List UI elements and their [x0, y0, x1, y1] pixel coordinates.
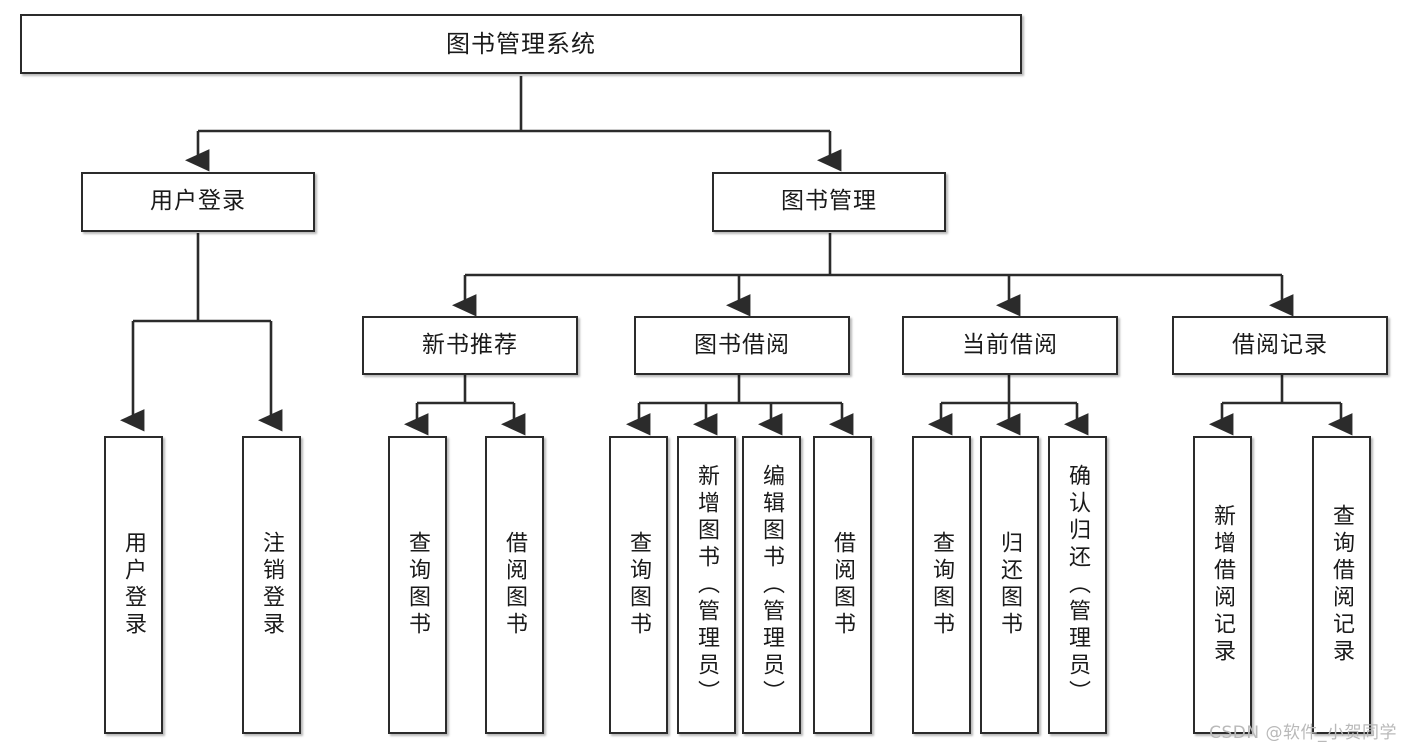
- node-leaf-add-book-admin-label: 新增图书（管理员）: [694, 463, 720, 707]
- node-book-manage-label: 图书管理: [781, 188, 877, 215]
- node-book-manage[interactable]: 图书管理: [712, 172, 946, 232]
- node-leaf-edit-book-admin-label: 编辑图书（管理员）: [759, 463, 785, 707]
- node-root-label: 图书管理系统: [446, 29, 596, 58]
- node-leaf-return-book-label: 归还图书: [997, 531, 1023, 639]
- node-current-borrow-label: 当前借阅: [962, 331, 1058, 358]
- node-leaf-borrow-book-new-label: 借阅图书: [502, 531, 528, 639]
- node-book-borrow[interactable]: 图书借阅: [634, 316, 850, 375]
- node-borrow-record[interactable]: 借阅记录: [1172, 316, 1388, 375]
- node-leaf-user-login-label: 用户登录: [121, 531, 147, 639]
- node-leaf-confirm-return-admin[interactable]: 确认归还（管理员）: [1048, 436, 1107, 734]
- node-root[interactable]: 图书管理系统: [20, 14, 1022, 74]
- node-leaf-query-book-borrow[interactable]: 查询图书: [609, 436, 668, 734]
- node-new-book-recommend-label: 新书推荐: [422, 331, 518, 358]
- node-leaf-query-book-borrow-label: 查询图书: [626, 531, 652, 639]
- node-leaf-user-login[interactable]: 用户登录: [104, 436, 163, 734]
- node-leaf-logout[interactable]: 注销登录: [242, 436, 301, 734]
- node-leaf-add-borrow-record[interactable]: 新增借阅记录: [1193, 436, 1252, 734]
- node-leaf-logout-label: 注销登录: [259, 531, 285, 639]
- node-leaf-borrow-book-new[interactable]: 借阅图书: [485, 436, 544, 734]
- node-current-borrow[interactable]: 当前借阅: [902, 316, 1118, 375]
- node-leaf-borrow-book-label: 借阅图书: [830, 531, 856, 639]
- node-leaf-query-book-current-label: 查询图书: [929, 531, 955, 639]
- node-leaf-confirm-return-admin-label: 确认归还（管理员）: [1065, 463, 1091, 707]
- node-leaf-add-borrow-record-label: 新增借阅记录: [1210, 504, 1236, 666]
- node-leaf-return-book[interactable]: 归还图书: [980, 436, 1039, 734]
- node-new-book-recommend[interactable]: 新书推荐: [362, 316, 578, 375]
- node-leaf-edit-book-admin[interactable]: 编辑图书（管理员）: [742, 436, 801, 734]
- node-leaf-query-borrow-record-label: 查询借阅记录: [1329, 504, 1355, 666]
- node-leaf-query-book-new-label: 查询图书: [405, 531, 431, 639]
- node-leaf-query-book-current[interactable]: 查询图书: [912, 436, 971, 734]
- node-leaf-add-book-admin[interactable]: 新增图书（管理员）: [677, 436, 736, 734]
- node-borrow-record-label: 借阅记录: [1232, 331, 1328, 358]
- node-leaf-borrow-book[interactable]: 借阅图书: [813, 436, 872, 734]
- node-book-borrow-label: 图书借阅: [694, 331, 790, 358]
- node-user-login-label: 用户登录: [150, 188, 246, 215]
- node-user-login[interactable]: 用户登录: [81, 172, 315, 232]
- node-leaf-query-borrow-record[interactable]: 查询借阅记录: [1312, 436, 1371, 734]
- node-leaf-query-book-new[interactable]: 查询图书: [388, 436, 447, 734]
